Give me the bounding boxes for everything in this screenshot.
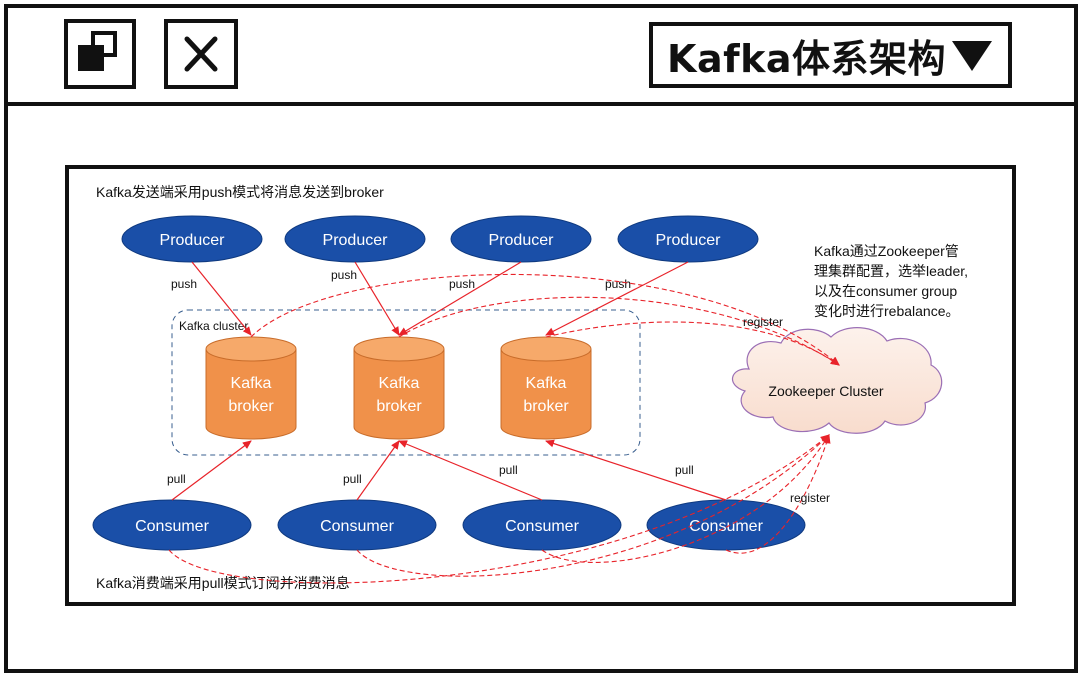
restore-window-icon: [78, 31, 117, 71]
consumer-node: Consumer: [646, 499, 806, 551]
zookeeper-cloud: Zookeeper Cluster: [732, 327, 943, 434]
broker-label: Kafka: [526, 375, 567, 392]
close-icon: [184, 36, 218, 72]
producer-label: Producer: [656, 232, 722, 249]
consumer-label: Consumer: [135, 518, 209, 535]
pull-label: pull: [499, 463, 518, 477]
register-arrow: [725, 434, 831, 554]
pull-arrow: [398, 440, 543, 501]
push-arrow: [354, 261, 400, 336]
header-divider: [4, 102, 1078, 106]
top-caption: Kafka发送端采用push模式将消息发送到broker: [96, 184, 384, 200]
title-dropdown[interactable]: Kafka体系架构: [649, 22, 1012, 88]
register-label: register: [790, 491, 830, 505]
pull-label: pull: [167, 472, 186, 486]
push-label: push: [331, 268, 357, 282]
diagram-frame: Kafka发送端采用push模式将消息发送到broker Kafka消费端采用p…: [65, 165, 1016, 606]
consumer-node: Consumer: [462, 499, 622, 551]
producer-node: Producer: [121, 215, 263, 263]
broker-label: broker: [228, 398, 274, 415]
register-arrow: [545, 321, 840, 366]
broker-label: broker: [523, 398, 569, 415]
triangle-down-icon: [952, 41, 992, 71]
broker-label: broker: [376, 398, 422, 415]
register-arrow: [541, 434, 830, 563]
consumer-label: Consumer: [689, 518, 763, 535]
pull-label: pull: [675, 463, 694, 477]
pull-arrow: [356, 440, 400, 501]
producer-node: Producer: [284, 215, 426, 263]
consumer-node: Consumer: [92, 499, 252, 551]
broker-node: Kafka broker: [205, 336, 297, 440]
pull-arrow: [171, 440, 252, 501]
architecture-diagram: Kafka发送端采用push模式将消息发送到broker Kafka消费端采用p…: [92, 184, 968, 591]
side-note-line: Kafka通过Zookeeper管: [814, 243, 959, 259]
kafka-cluster-box: [171, 309, 641, 456]
consumer-label: Consumer: [320, 518, 394, 535]
cluster-label: Kafka cluster: [179, 319, 248, 333]
producer-label: Producer: [489, 232, 555, 249]
pull-arrow: [545, 439, 727, 501]
consumer-label: Consumer: [505, 518, 579, 535]
register-arrow: [398, 296, 840, 366]
side-note: Kafka通过Zookeeper管 理集群配置，选举leader, 以及在con…: [814, 243, 968, 319]
side-note-line: 以及在consumer group: [814, 283, 957, 299]
window-title: Kafka体系架构: [667, 36, 947, 81]
pull-label: pull: [343, 472, 362, 486]
close-button[interactable]: [164, 19, 238, 89]
register-arrows: [168, 273, 840, 584]
push-arrow: [191, 261, 252, 336]
broker-label: Kafka: [379, 375, 420, 392]
pull-arrows: [171, 439, 727, 501]
producer-label: Producer: [160, 232, 226, 249]
bottom-caption: Kafka消费端采用pull模式订阅并消费消息: [96, 575, 350, 591]
push-label: push: [605, 277, 631, 291]
side-note-line: 变化时进行rebalance。: [814, 303, 960, 319]
broker-node: Kafka broker: [353, 336, 445, 440]
broker-node: Kafka broker: [500, 336, 592, 440]
producer-node: Producer: [450, 215, 592, 263]
zookeeper-label: Zookeeper Cluster: [768, 383, 884, 399]
register-label: register: [743, 315, 783, 329]
register-arrow: [250, 273, 840, 366]
push-label: push: [171, 277, 197, 291]
consumer-node: Consumer: [277, 499, 437, 551]
restore-button[interactable]: [64, 19, 136, 89]
push-label: push: [449, 277, 475, 291]
push-arrow: [398, 261, 522, 336]
side-note-line: 理集群配置，选举leader,: [814, 263, 968, 279]
producer-node: Producer: [617, 215, 759, 263]
producer-label: Producer: [323, 232, 389, 249]
register-arrow: [356, 434, 830, 577]
broker-label: Kafka: [231, 375, 272, 392]
